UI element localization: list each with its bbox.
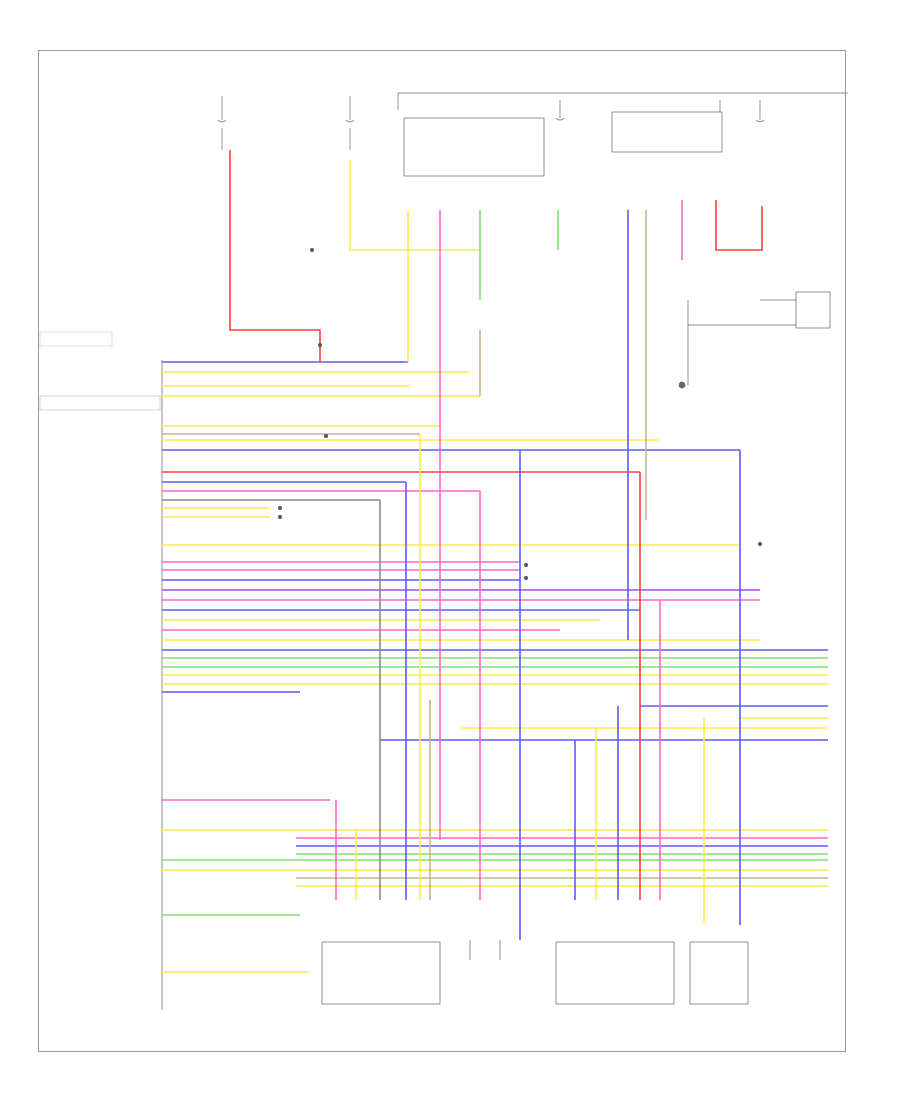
right-bundle-wires: [296, 705, 828, 887]
splice-marks: [278, 248, 762, 580]
bottom-components: [321, 940, 749, 1005]
module-pin-labels: [39, 331, 161, 411]
module-wires: [162, 361, 828, 973]
diagram-frame: [38, 50, 846, 1052]
top-fuses: [217, 92, 848, 389]
